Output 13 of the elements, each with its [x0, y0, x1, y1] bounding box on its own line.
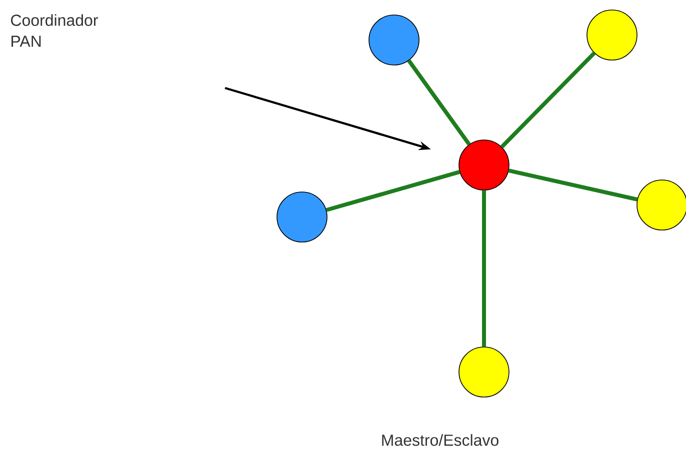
connector-line — [326, 170, 460, 212]
circle-node — [636, 180, 686, 230]
connector-line — [500, 52, 596, 148]
circle-node — [458, 346, 510, 398]
caption-text: Maestro/Esclavo — [382, 434, 498, 446]
connector-line — [407, 59, 471, 146]
circle-node — [458, 140, 510, 190]
caption-text: Coordinador PAN — [11, 14, 98, 47]
circle-node — [276, 192, 328, 242]
circle-node — [586, 10, 638, 60]
connector-line — [482, 190, 486, 347]
circle-node — [368, 14, 420, 66]
connector-line — [508, 168, 638, 202]
